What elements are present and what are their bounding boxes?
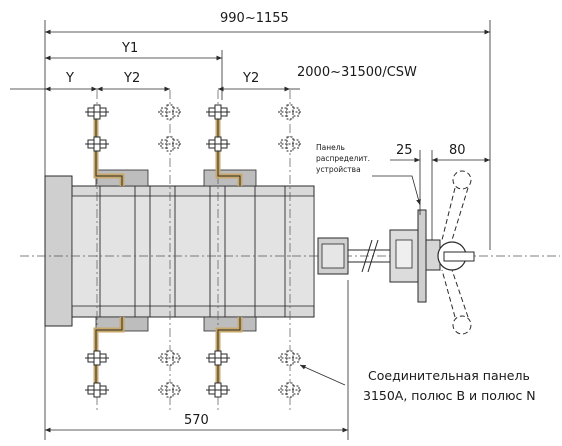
terminal-bolt xyxy=(278,382,302,398)
connector-callout-line2: 3150А, полюс В и полюс N xyxy=(363,388,536,403)
terminal-bolt xyxy=(158,382,182,398)
rating-label: 2000~31500/CSW xyxy=(297,65,417,80)
terminal-bolt xyxy=(85,104,109,120)
overall-dimension: 990~1155 xyxy=(220,11,289,26)
terminal-bolt xyxy=(278,104,302,120)
dimension-570: 570 xyxy=(184,413,209,428)
terminal-bolt xyxy=(85,136,109,152)
operating-mechanism xyxy=(317,170,475,335)
dimension-y: Y xyxy=(65,71,74,86)
panel-callout: Панель распределит. устройства xyxy=(316,143,370,174)
terminal-bolt xyxy=(158,104,182,120)
dimension-25: 25 xyxy=(396,143,413,158)
panel-callout-line2: распределит. xyxy=(316,154,370,163)
terminal-bolt xyxy=(206,136,230,152)
terminal-bolt xyxy=(206,104,230,120)
terminal-bolt xyxy=(85,350,109,366)
connector-callout: Соединительная панель 3150А, полюс В и п… xyxy=(363,368,536,403)
terminal-bolt xyxy=(85,382,109,398)
panel-callout-line3: устройства xyxy=(316,165,361,174)
connector-callout-line1: Соединительная панель xyxy=(368,368,530,383)
terminals xyxy=(85,104,302,398)
terminal-bolt xyxy=(158,136,182,152)
terminal-bolt xyxy=(158,350,182,366)
dimension-80: 80 xyxy=(449,143,466,158)
dimension-y2-left: Y2 xyxy=(123,71,140,86)
dimension-y2-right: Y2 xyxy=(242,71,259,86)
panel-callout-line1: Панель xyxy=(316,143,345,152)
terminal-bolt xyxy=(278,136,302,152)
dimension-labels: 990~1155 Y1 Y Y2 Y2 2000~31500/CSW 25 80… xyxy=(65,11,466,428)
terminal-bolt xyxy=(206,350,230,366)
dimension-lines xyxy=(10,20,491,440)
terminal-bolt xyxy=(206,382,230,398)
dimension-y1: Y1 xyxy=(121,41,138,56)
terminal-bolt xyxy=(278,350,302,366)
